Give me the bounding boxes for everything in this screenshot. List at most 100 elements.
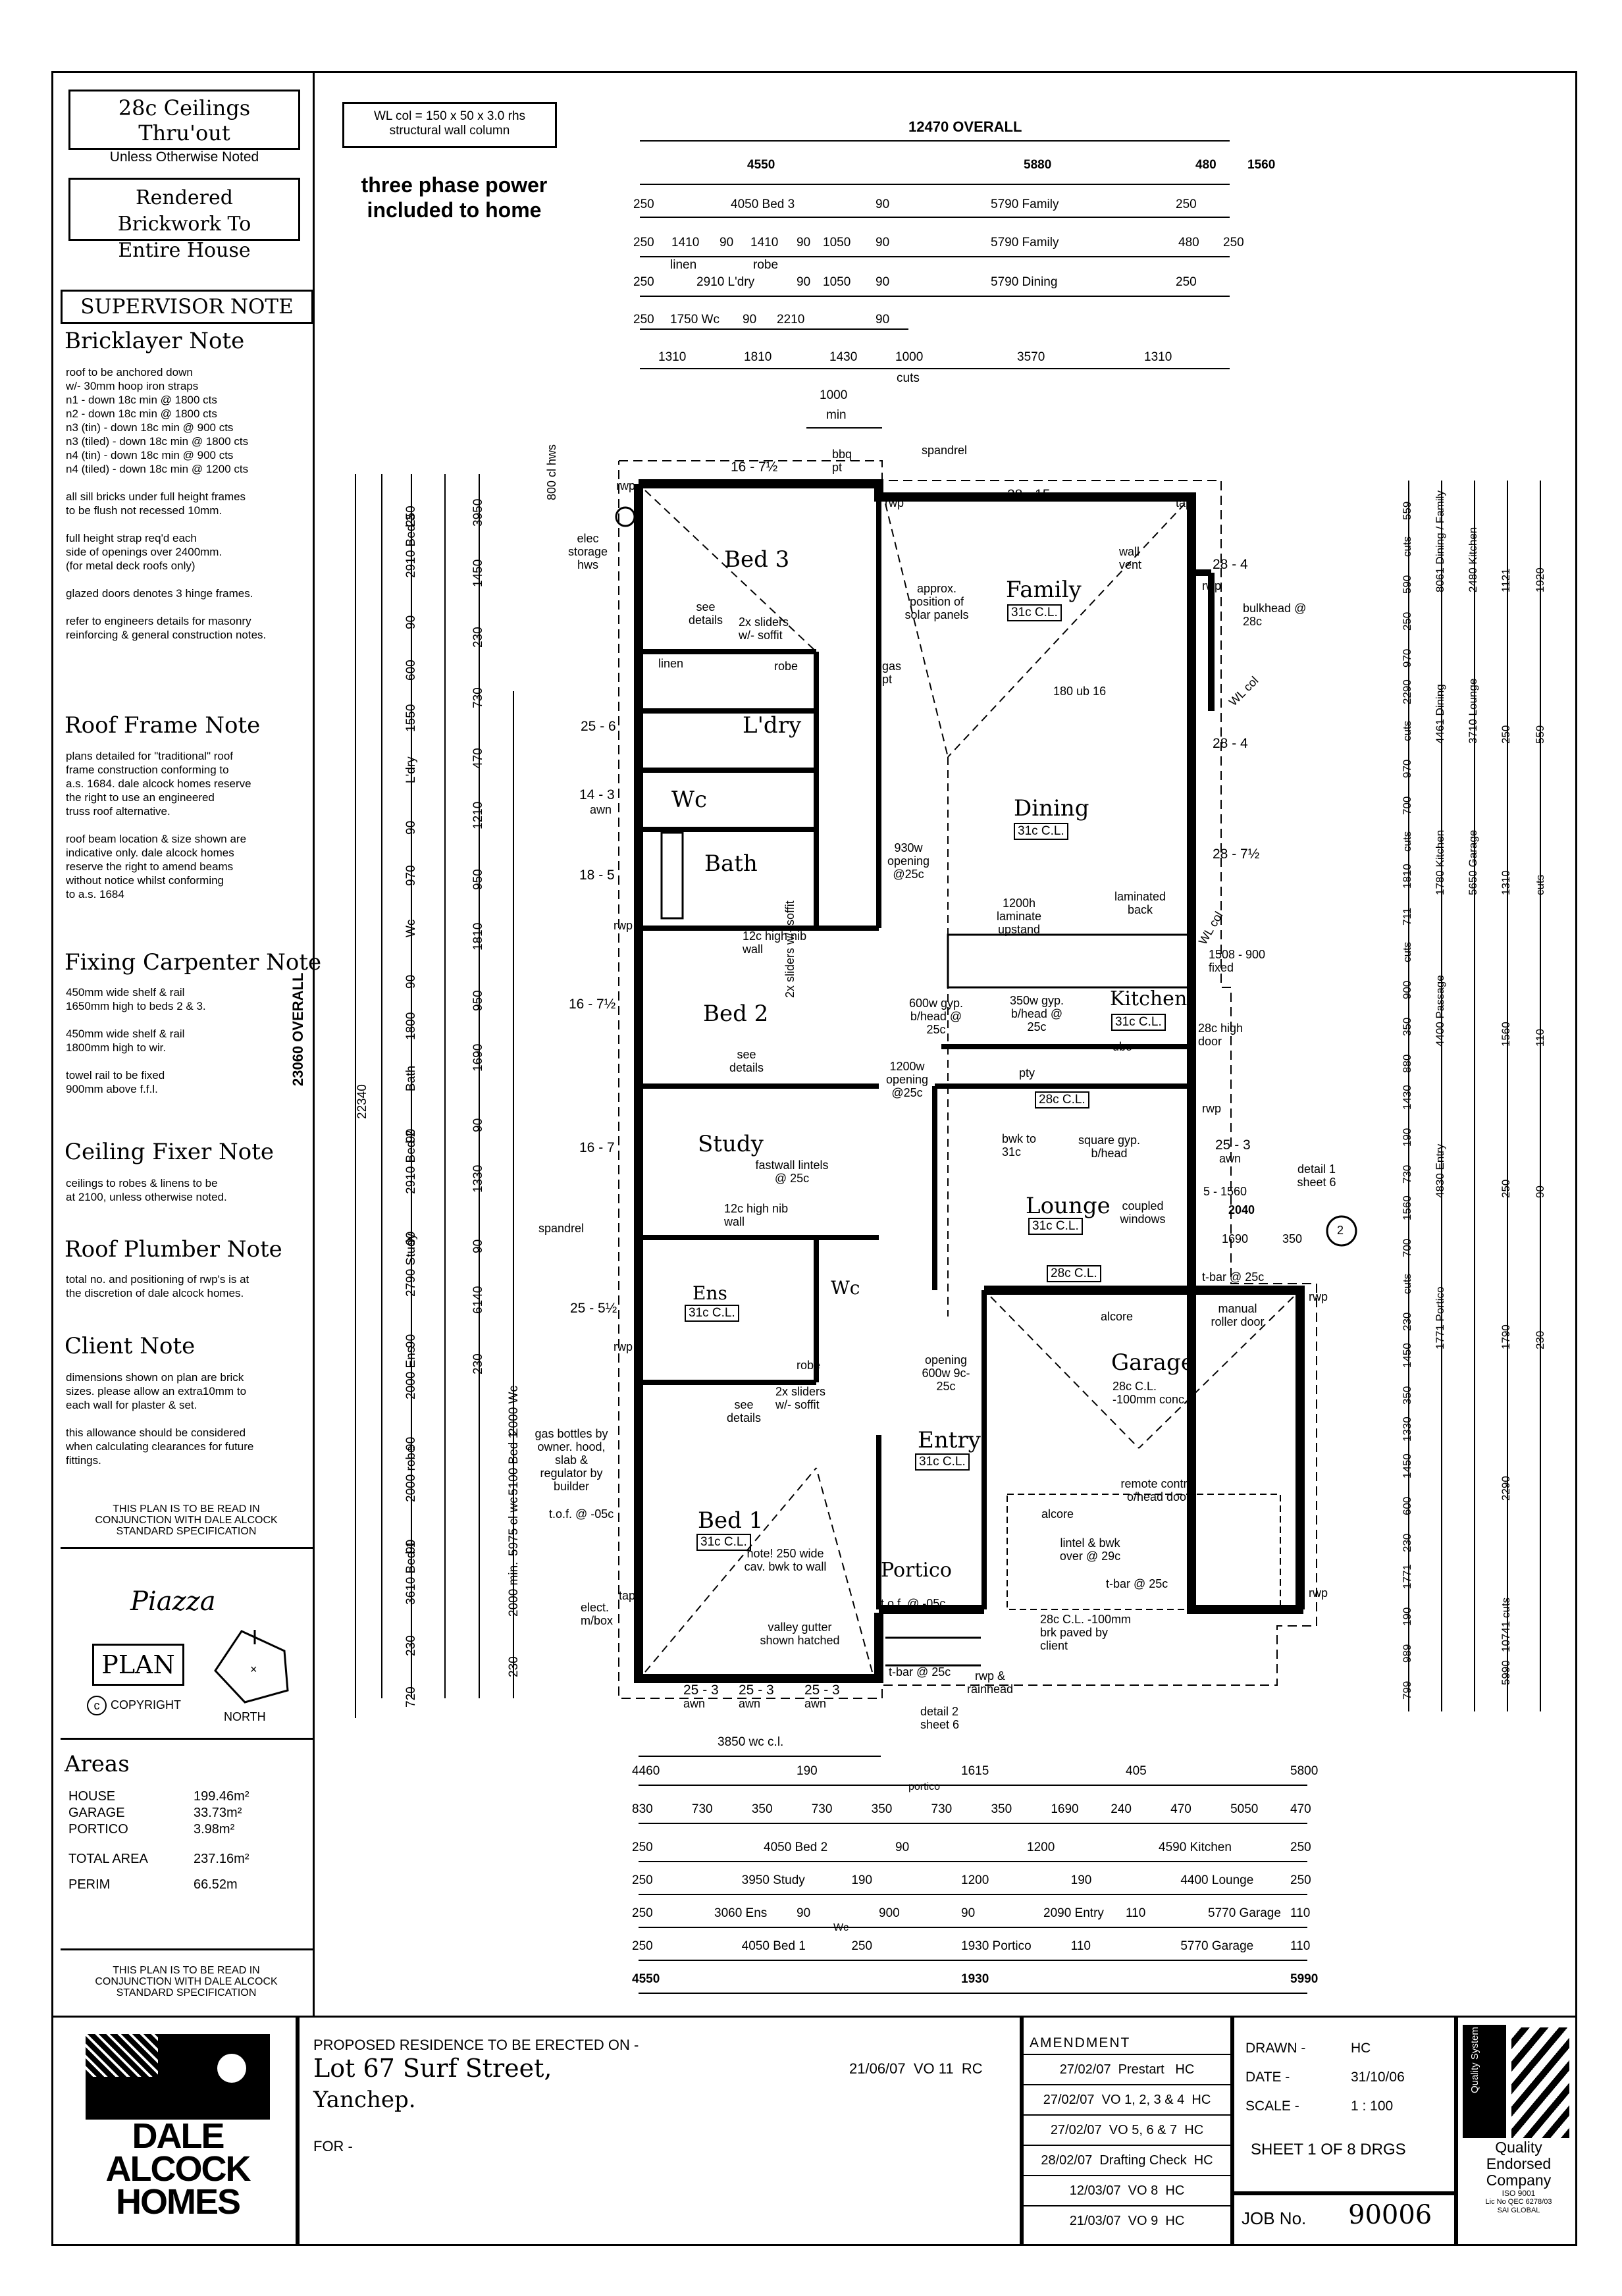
bottom-dim: 1930 — [961, 1972, 989, 1986]
dim-top-6e: 3570 — [1017, 350, 1045, 364]
quality-iso: ISO 9001 — [1502, 2189, 1536, 2198]
copyright-icon: c — [87, 1696, 107, 1715]
opening1200-label: 1200w opening @25c — [885, 1060, 929, 1099]
bottom-dim: 5770 Garage — [1208, 1906, 1281, 1920]
left-dim: 1550 — [404, 704, 418, 732]
ceiling-fixer-title: Ceiling Fixer Note — [65, 1139, 275, 1165]
left-dim-2: 6140 — [471, 1286, 485, 1314]
dim-top-3f: 1050 — [823, 236, 851, 249]
square-label: square gyp. b/head — [1078, 1134, 1141, 1160]
left-dim-2: 950 — [471, 869, 485, 890]
note-line: fittings. — [66, 1454, 101, 1467]
right-dim-label: 2480 Kitchen — [1467, 527, 1479, 592]
see-details-bed2: see details — [729, 1048, 764, 1074]
left-dim-2: 1690 — [471, 1043, 485, 1072]
right-dim: 700 — [1401, 796, 1413, 815]
ceilings-note: 28c Ceilings Thru'out Unless Otherwise N… — [68, 90, 300, 165]
drawn-cell — [1232, 2016, 1456, 2193]
dim-2040: 2040 — [1228, 1203, 1255, 1216]
dim-top-5a: 250 — [633, 313, 654, 326]
dim-top-3h: 5790 Family — [991, 236, 1059, 249]
right-dim-label: 1121 — [1500, 568, 1512, 592]
spandrel-left: spandrel — [538, 1222, 585, 1235]
quality-logo-icon — [1463, 2025, 1506, 2138]
svg-text:×: × — [250, 1663, 257, 1676]
bottom-dim: 1615 — [961, 1764, 989, 1778]
brick-course-code: 16 - 7½ — [731, 459, 778, 475]
right-dim: 350 — [1401, 1017, 1413, 1036]
cl-family: 31c C.L. — [1007, 604, 1062, 621]
bottom-dim: 5770 Garage — [1180, 1939, 1254, 1953]
opening600-label: opening 600w 9c-25c — [922, 1353, 970, 1393]
dim-1560: 5 - 1560 — [1203, 1185, 1247, 1198]
bottom-dim: 1200 — [961, 1873, 989, 1887]
right-dim-label: 8061 Dining / Family — [1434, 490, 1446, 592]
dim-top-3a: 250 — [633, 236, 654, 249]
divider — [61, 1738, 314, 1740]
amendment-row: 27/02/07 VO 1, 2, 3 & 4 HC — [1022, 2084, 1232, 2114]
note-line: to a.s. 1684 — [66, 888, 124, 900]
quality-line-1: Quality — [1495, 2139, 1542, 2156]
quality-cell — [1456, 2016, 1577, 2246]
note-line: roof to be anchored down — [66, 366, 193, 378]
note-line: n2 - down 18c min @ 1800 cts — [66, 407, 217, 420]
area-value: 237.16m² — [194, 1852, 249, 1866]
tbar-garage: t-bar @ 25c — [1106, 1577, 1168, 1590]
dim-top-2d: 5790 Family — [991, 197, 1059, 211]
north-compass-icon: × — [214, 1630, 289, 1704]
area-value: 33.73m² — [194, 1806, 242, 1820]
left-dim-2: 3950 — [471, 498, 485, 527]
note-line: towel rail to be fixed — [66, 1069, 165, 1082]
right-dim: 1810 — [1401, 864, 1413, 889]
dim-top-4a: 250 — [633, 275, 654, 289]
bottom-dim: 830 — [632, 1802, 653, 1816]
room-bath: Bath — [704, 850, 758, 877]
right-dim: cuts — [1401, 536, 1413, 557]
robe-label: robe — [774, 660, 798, 673]
nib-wall-study: 12c high nib wall — [724, 1202, 789, 1228]
right-dim: 1560 — [1401, 1195, 1413, 1220]
overall-width: 12470 OVERALL — [908, 118, 1022, 135]
brick-course-code: 28 - 15 — [1007, 487, 1051, 502]
right-dim: 900 — [1401, 980, 1413, 999]
left-dim-2: 2000 min. — [507, 1561, 521, 1617]
gas-pt-label: gas pt — [882, 660, 902, 686]
gyp600-label: 600w gyp. b/head @ 25c — [908, 997, 964, 1036]
left-dim-2: 230 — [507, 1656, 521, 1677]
right-dim: 2290 — [1401, 679, 1413, 704]
right-dim-label: cuts — [1534, 874, 1546, 895]
bwk-label: bwk to 31c — [1002, 1132, 1037, 1159]
bottom-dim: 730 — [691, 1802, 713, 1816]
bottom-dim: 110 — [1070, 1939, 1091, 1953]
right-dim: 1430 — [1401, 1085, 1413, 1110]
portico-dim-label: portico — [908, 1781, 941, 1792]
dim-350: 350 — [1282, 1232, 1303, 1245]
right-dim: 880 — [1401, 1054, 1413, 1073]
note-line: without notice whilst conforming — [66, 874, 224, 887]
plan-name: Piazza — [130, 1586, 216, 1617]
bottom-dim: 250 — [632, 1939, 653, 1953]
company-name-3: HOMES — [115, 2182, 241, 2222]
amendment-row: 12/03/07 VO 8 HC — [1022, 2175, 1232, 2205]
bottom-dim: 350 — [871, 1802, 893, 1816]
room-wc: Wc — [671, 787, 707, 813]
bottom-dim: 730 — [811, 1802, 833, 1816]
right-dim: 1330 — [1401, 1417, 1413, 1442]
right-dim-label: 230 — [1534, 1330, 1546, 1349]
amendment-row: 28/02/07 Drafting Check HC — [1022, 2145, 1232, 2175]
brick-course-code: 28 - 7½ — [1213, 847, 1260, 862]
left-dim: 970 — [404, 865, 418, 886]
right-dim-label: 1771 Portico — [1434, 1286, 1446, 1349]
note-line: indicative only. dale alcock homes — [66, 847, 234, 859]
right-dim-label: 5990 — [1500, 1660, 1512, 1685]
right-dim: 1450 — [1401, 1343, 1413, 1368]
dim-top-3b: 1410 — [671, 236, 700, 249]
wall-vent-label: wall vent — [1119, 545, 1142, 571]
bottom-dim: 730 — [931, 1802, 953, 1816]
bbq-label: bbq pt — [832, 448, 852, 474]
